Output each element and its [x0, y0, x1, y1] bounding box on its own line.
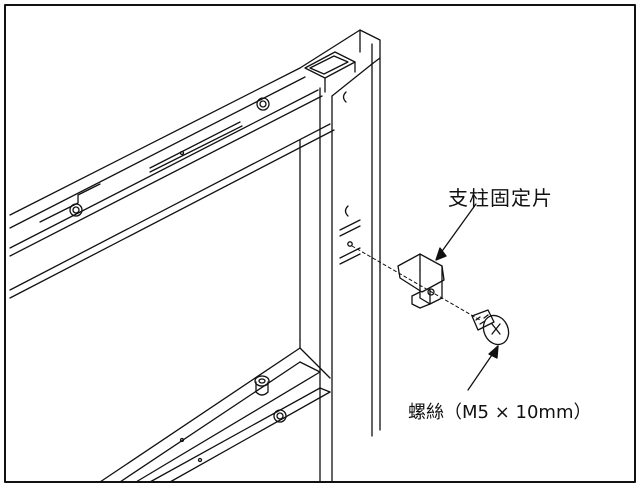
- screw-label: 螺絲（M5 × 10mm）: [408, 402, 592, 423]
- screw-arrowhead: [488, 345, 499, 359]
- assembly-axis: [351, 245, 481, 321]
- bracket-label: 支柱固定片: [448, 186, 553, 210]
- screw-leader: [467, 351, 495, 391]
- upper-rail: [9, 67, 335, 299]
- screw: [471, 309, 510, 346]
- bracket-leader: [439, 203, 477, 255]
- vertical-post: [299, 29, 381, 483]
- rivet: [273, 409, 287, 423]
- lower-rail: [99, 347, 331, 483]
- rivet: [69, 203, 83, 217]
- post-fixing-bracket: [397, 253, 445, 309]
- bracket-arrowhead: [435, 247, 447, 261]
- rivet: [256, 97, 270, 111]
- slot-marks: [339, 91, 361, 265]
